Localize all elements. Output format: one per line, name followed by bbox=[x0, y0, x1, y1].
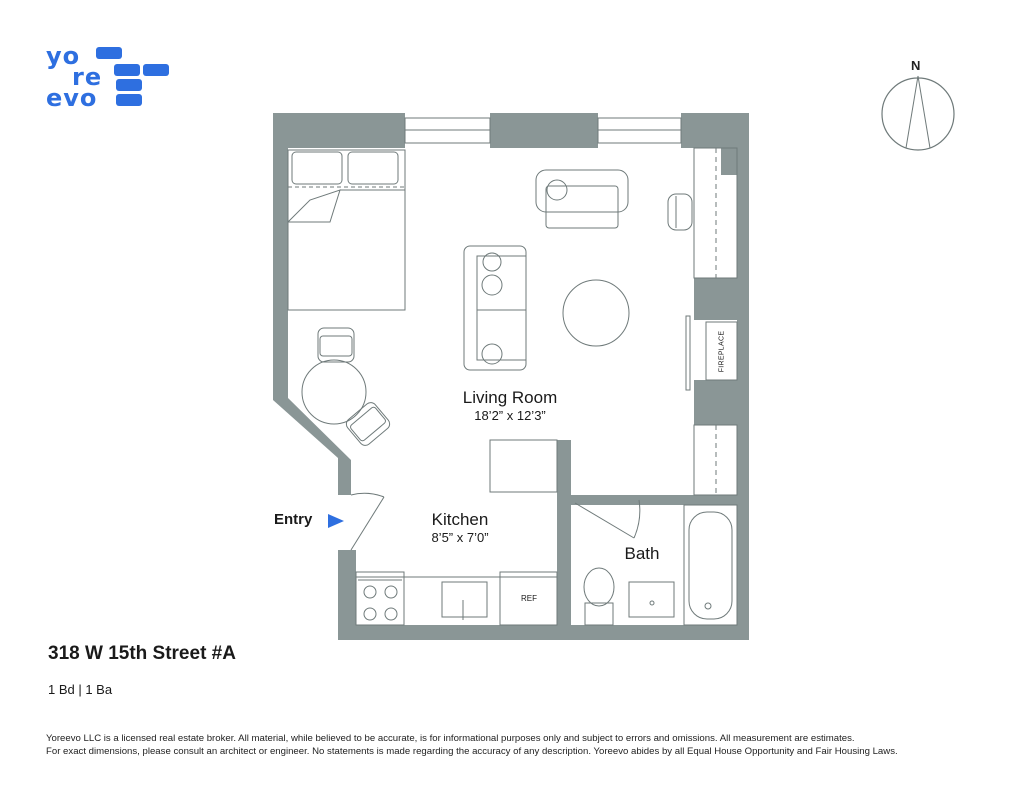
logo-bar bbox=[96, 47, 122, 59]
fireplace-label: FIREPLACE bbox=[706, 322, 738, 380]
disclaimer-line-2: For exact dimensions, please consult an … bbox=[46, 745, 898, 757]
side-chair bbox=[667, 193, 693, 231]
bath-door bbox=[574, 499, 641, 539]
compass-north-label: N bbox=[911, 58, 921, 73]
logo-text-line-1: yo bbox=[46, 42, 81, 70]
living-room-dims: 18’2” x 12’3” bbox=[474, 408, 546, 423]
windows bbox=[404, 117, 738, 496]
coffee-table bbox=[562, 279, 630, 347]
logo-text-line-2: re bbox=[72, 63, 103, 91]
beds-baths: 1 Bd | 1 Ba bbox=[48, 682, 113, 697]
kitchen-name: Kitchen bbox=[431, 510, 489, 529]
living-room-label: Living Room 18’2” x 12’3” bbox=[440, 388, 580, 424]
logo-bar bbox=[116, 79, 142, 91]
disclaimer: Yoreevo LLC is a licensed real estate br… bbox=[46, 733, 976, 758]
compass-icon bbox=[881, 75, 955, 151]
logo-bar bbox=[114, 64, 140, 76]
bed bbox=[287, 149, 406, 311]
bath-label: Bath bbox=[612, 544, 672, 564]
north-compass: N bbox=[878, 58, 958, 154]
logo-text-line-3: evo bbox=[46, 84, 98, 112]
logo-bar bbox=[143, 64, 169, 76]
yoreevo-logo: yo re evo bbox=[46, 44, 172, 110]
entry-label: Entry bbox=[274, 511, 313, 528]
living-room-name: Living Room bbox=[462, 388, 558, 407]
kitchen-cabinets bbox=[355, 571, 558, 626]
kitchen-counter bbox=[489, 439, 558, 493]
walls bbox=[273, 113, 749, 640]
logo-bar bbox=[116, 94, 142, 106]
sofa bbox=[463, 245, 527, 371]
kitchen-label: Kitchen 8’5” x 7’0” bbox=[400, 510, 520, 546]
disclaimer-line-1: Yoreevo LLC is a licensed real estate br… bbox=[46, 733, 855, 744]
listing-address: 318 W 15th Street #A bbox=[48, 643, 236, 664]
fireplace bbox=[685, 315, 738, 391]
fireplace-text: FIREPLACE bbox=[718, 330, 726, 372]
entry-arrow-icon bbox=[328, 514, 344, 528]
armchair bbox=[535, 169, 629, 229]
bath-name: Bath bbox=[624, 544, 660, 563]
dining-table bbox=[301, 327, 391, 446]
bath-fixtures bbox=[583, 504, 738, 626]
entry-door bbox=[350, 492, 385, 551]
kitchen-dims: 8’5” x 7’0” bbox=[431, 530, 489, 545]
refrigerator-label: REF bbox=[521, 594, 537, 603]
